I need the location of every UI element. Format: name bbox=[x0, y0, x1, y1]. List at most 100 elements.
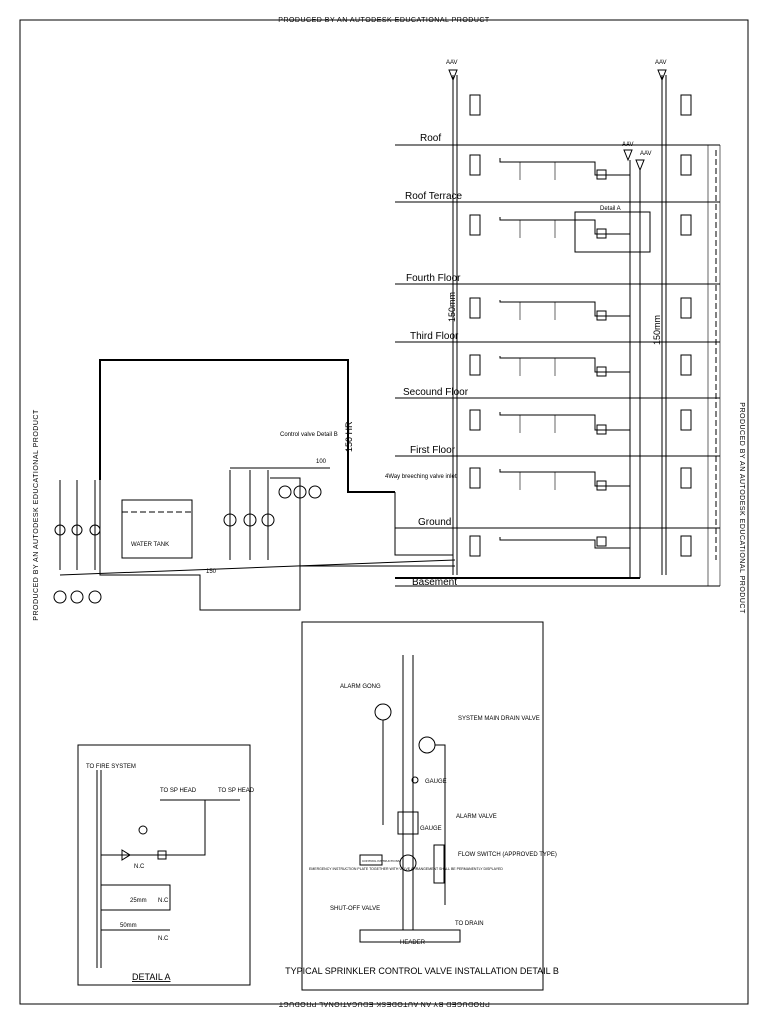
flow-switch-icon bbox=[433, 844, 445, 884]
pump-motor-icon bbox=[308, 485, 322, 499]
floor-label-roof-terrace: Roof Terrace bbox=[405, 191, 463, 202]
ground-feed-pipe bbox=[394, 492, 453, 556]
size-100-label: 100 bbox=[316, 459, 327, 465]
drain-pipe bbox=[435, 744, 446, 905]
hose-reel-icon bbox=[469, 535, 481, 557]
detail-a-callout-label: Detail A bbox=[600, 206, 621, 212]
detail-a-test-line bbox=[101, 884, 171, 911]
shut-off-label: SHUT-OFF VALVE bbox=[330, 906, 380, 912]
suction-pipe-loop bbox=[99, 477, 301, 611]
hose-reel-right-column bbox=[680, 94, 692, 557]
branch-ground bbox=[499, 537, 630, 549]
hose-reel-icon bbox=[469, 467, 481, 489]
alarm-valve-label: ALARM VALVE bbox=[456, 814, 497, 820]
branch-roof bbox=[499, 158, 630, 176]
aav-left-label: AAV bbox=[446, 60, 458, 66]
hose-reel-icon bbox=[680, 154, 692, 176]
detail-b-panel: ALARM GONG SYSTEM MAIN DRAIN VALVE GAUGE… bbox=[285, 621, 559, 991]
detail-a-to-sp-head-1: TO SP HEAD bbox=[160, 788, 197, 794]
gauge-mid-label: GAUGE bbox=[420, 826, 442, 832]
floor-label-first: First Floor bbox=[410, 445, 456, 456]
sheet-border bbox=[19, 19, 749, 1005]
tank-label: WATER TANK bbox=[131, 542, 169, 548]
control-valve-label: Control valve Detail B bbox=[280, 432, 338, 438]
pump-motor-icon bbox=[53, 590, 67, 604]
water-tank bbox=[121, 499, 193, 559]
floor-label-roof: Roof bbox=[420, 133, 441, 144]
flow-switch-icon bbox=[596, 536, 607, 547]
detail-b-title: TYPICAL SPRINKLER CONTROL VALVE INSTALLA… bbox=[285, 966, 559, 976]
detail-a-nc-3: N.C bbox=[158, 936, 169, 942]
header-label: HEADER bbox=[400, 940, 426, 946]
detail-b-border bbox=[301, 621, 544, 991]
system-drain-label: SYSTEM MAIN DRAIN VALVE bbox=[458, 716, 540, 722]
watermark-bottom: PRODUCED BY AN AUTODESK EDUCATIONAL PROD… bbox=[278, 1000, 490, 1007]
hose-reel-icon bbox=[680, 94, 692, 116]
riser-diagram: Roof Roof Terrace Fourth Floor Third Flo… bbox=[395, 60, 721, 588]
drain-valve-icon bbox=[418, 736, 436, 754]
flow-switch-icon bbox=[596, 310, 607, 321]
floor-label-fourth: Fourth Floor bbox=[406, 273, 461, 284]
shut-off-valve-icon bbox=[399, 854, 417, 872]
hose-reel-icon bbox=[680, 354, 692, 376]
flow-switch-icon bbox=[596, 228, 607, 239]
pipe-size-left: 150mm bbox=[447, 292, 457, 322]
jockey-pump-group bbox=[53, 480, 102, 604]
pump-icon bbox=[71, 524, 83, 536]
aav-mid2-icon bbox=[635, 159, 645, 172]
pump-motor-icon bbox=[278, 485, 292, 499]
floor-control-valves bbox=[596, 169, 607, 547]
basement-feed-pipe bbox=[59, 559, 456, 576]
alarm-gong-icon bbox=[374, 703, 392, 721]
hose-reel-left-column bbox=[469, 94, 481, 557]
pipe-size-right: 150mm bbox=[652, 315, 662, 345]
detail-a-panel: TO FIRE SYSTEM TO SP HEAD TO SP HEAD 25m… bbox=[77, 744, 255, 986]
pump-icon bbox=[243, 513, 257, 527]
hose-reel-icon bbox=[469, 354, 481, 376]
hose-reel-icon bbox=[469, 94, 481, 116]
pump-room-schematic: 150 HR WATER TANK bbox=[53, 359, 457, 611]
hose-reel-icon bbox=[680, 409, 692, 431]
hose-reel-icon bbox=[469, 214, 481, 236]
branch-third bbox=[499, 356, 630, 373]
pump-icon bbox=[54, 524, 66, 536]
main-supply-pipe bbox=[99, 359, 395, 493]
aav-mid-icon bbox=[623, 149, 633, 162]
pump-motor-icon bbox=[70, 590, 84, 604]
pump-icon bbox=[261, 513, 275, 527]
flow-switch-label: FLOW SWITCH (APPROVED TYPE) bbox=[458, 852, 557, 858]
floor-label-basement: Basement bbox=[412, 577, 457, 588]
hose-reel-icon bbox=[680, 535, 692, 557]
flow-switch-icon bbox=[596, 424, 607, 435]
instruction-box bbox=[359, 854, 383, 866]
floor-label-second: Secound Floor bbox=[403, 387, 469, 398]
detail-a-main-branch bbox=[101, 800, 206, 856]
branch-first bbox=[499, 469, 630, 487]
pump-icon bbox=[223, 513, 237, 527]
instruction-box-label: CONTROL INSTRUCTIONS bbox=[362, 859, 400, 863]
sprinkler-branches bbox=[499, 158, 630, 549]
flow-switch-icon bbox=[596, 366, 607, 377]
gauge-top-label: GAUGE bbox=[425, 779, 447, 785]
pressure-gauge-icon bbox=[138, 825, 148, 835]
hose-reel-icon bbox=[680, 297, 692, 319]
pump-motor-icon bbox=[293, 485, 307, 499]
to-drain-label: TO DRAIN bbox=[455, 921, 484, 927]
detail-a-callout-box bbox=[574, 211, 651, 253]
header-pipe bbox=[359, 929, 461, 943]
aav-mid2-label: AAV bbox=[640, 151, 652, 157]
aav-right-label: AAV bbox=[655, 60, 667, 66]
fire-pump-group bbox=[223, 467, 330, 560]
pump-icon bbox=[89, 524, 101, 536]
gauge-top-icon bbox=[411, 776, 419, 784]
hose-reel-icon bbox=[469, 297, 481, 319]
detail-a-to-sp-head-2: TO SP HEAD bbox=[218, 788, 255, 794]
detail-a-nc-1: N.C bbox=[134, 864, 145, 870]
breeching-inlet-label: 4Way breeching valve inlet bbox=[385, 474, 457, 480]
detail-a-25mm: 25mm bbox=[130, 898, 147, 904]
size-150-label: 150 bbox=[206, 569, 217, 575]
branch-second bbox=[499, 412, 630, 431]
floor-label-third: Third Floor bbox=[410, 331, 459, 342]
pipe-150hr-label: 150 HR bbox=[344, 421, 354, 452]
detail-a-nc-2: N.C bbox=[158, 898, 169, 904]
